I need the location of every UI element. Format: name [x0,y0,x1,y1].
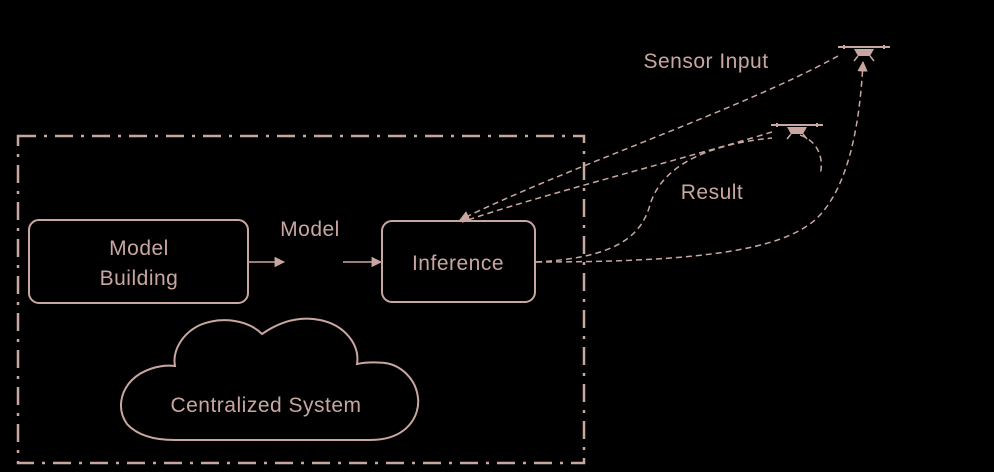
inference-node: Inference [381,220,536,303]
inference-box [381,220,536,303]
model-building-node: Model Building [28,219,249,304]
result-label: Result [681,181,744,204]
model-building-label-line1: Model [109,237,169,260]
model-edge-label: Model [280,218,340,241]
drone-icon [771,123,823,140]
drone-icon [838,45,890,62]
model-building-label-line2: Building [100,267,179,290]
result-edge-near [535,137,773,263]
sensor-input-label: Sensor Input [643,50,768,73]
model-building-box [28,219,249,304]
cloud-node: Centralized System [120,317,420,441]
centralized-system-boundary [16,134,586,465]
sensor-input-edge-far [459,55,839,221]
result-loop [799,134,822,176]
cloud-label: Centralized System [170,394,361,417]
sensor-input-edge-near [461,131,773,223]
cloud-shape [120,317,420,441]
inference-label: Inference [412,252,504,275]
